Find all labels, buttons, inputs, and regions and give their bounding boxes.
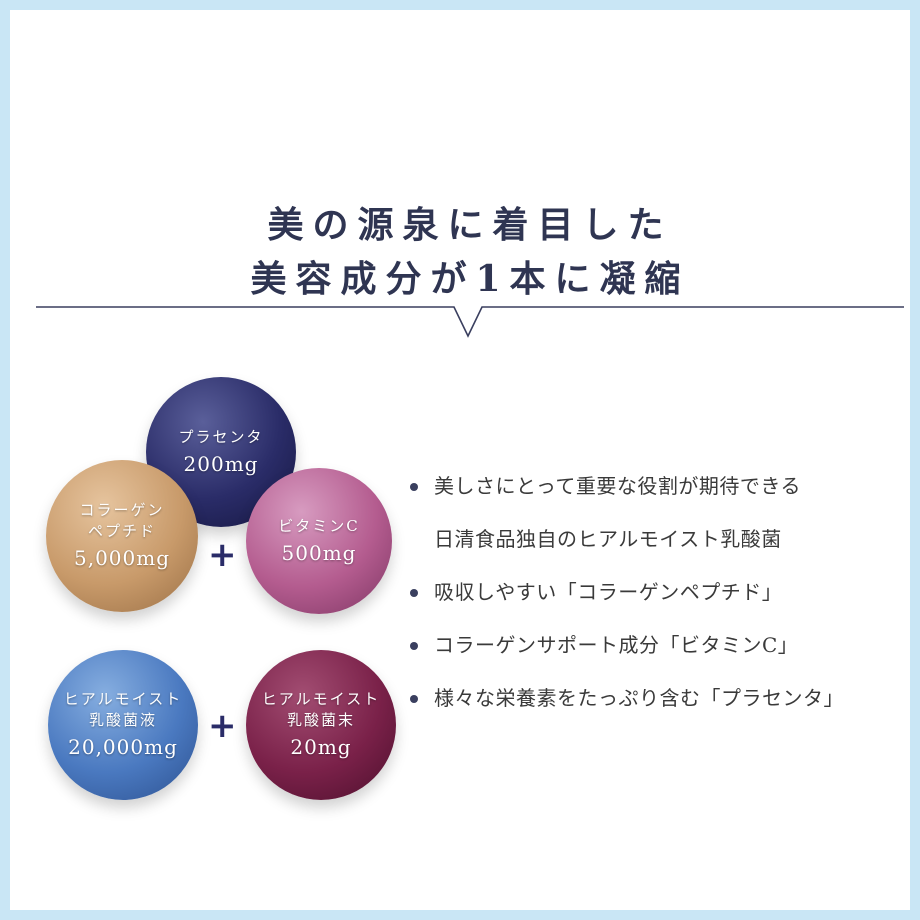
feature-text: コラーゲンサポート成分「ビタミンC」 [434, 633, 799, 657]
ingredient-vitamin-c: ビタミンC 500mg [246, 468, 392, 614]
plus-icon: + [208, 535, 237, 575]
ingredient-label: コラーゲン [79, 501, 165, 519]
ingredient-label: ヒアルモイスト [261, 690, 381, 708]
feature-text: 様々な栄養素をたっぷり含む「プラセンタ」 [434, 686, 844, 710]
ingredient-label: プラセンタ [178, 427, 264, 446]
ingredient-amount: 5,000mg [73, 546, 171, 570]
ingredient-amount: 200mg [183, 451, 259, 476]
ingredient-amount: 500mg [281, 540, 357, 565]
bullet-icon [410, 483, 418, 491]
headline-line-2: 美容成分が1本に凝縮 [250, 258, 690, 300]
feature-item: コラーゲンサポート成分「ビタミンC」 [408, 629, 908, 682]
ingredient-label: ビタミンC [278, 516, 360, 535]
ingredient-amount: 20mg [290, 735, 352, 759]
bullet-icon [410, 695, 418, 703]
ingredient-lactic-acid-liquid: ヒアルモイスト 乳酸菌液 20,000mg [48, 650, 198, 800]
feature-item: 美しさにとって重要な役割が期待できる [408, 470, 908, 523]
ingredient-amount: 20,000mg [68, 735, 178, 759]
bullet-icon [410, 642, 418, 650]
feature-item: 吸収しやすい「コラーゲンペプチド」 [408, 576, 908, 629]
bullet-icon [410, 589, 418, 597]
feature-text: 吸収しやすい「コラーゲンペプチド」 [434, 580, 783, 604]
feature-item: 日清食品独自のヒアルモイスト乳酸菌 [408, 523, 908, 576]
ingredient-label: ペプチド [87, 522, 156, 540]
ingredient-label: 乳酸菌液 [88, 711, 157, 729]
plus-icon: + [208, 706, 237, 746]
feature-text: 美しさにとって重要な役割が期待できる [434, 474, 801, 498]
ingredient-label: 乳酸菌末 [286, 711, 355, 729]
ingredient-collagen-peptide: コラーゲン ペプチド 5,000mg [46, 460, 198, 612]
feature-text: 日清食品独自のヒアルモイスト乳酸菌 [434, 527, 782, 551]
feature-list: 美しさにとって重要な役割が期待できる 日清食品独自のヒアルモイスト乳酸菌 吸収し… [408, 470, 908, 735]
ingredient-label: ヒアルモイスト [63, 690, 183, 708]
ingredient-lactic-acid-powder: ヒアルモイスト 乳酸菌末 20mg [246, 650, 396, 800]
divider-line [36, 306, 904, 338]
title-divider [36, 306, 904, 338]
headline-line-1: 美の源泉に着目した [267, 204, 673, 246]
feature-item: 様々な栄養素をたっぷり含む「プラセンタ」 [408, 682, 908, 735]
